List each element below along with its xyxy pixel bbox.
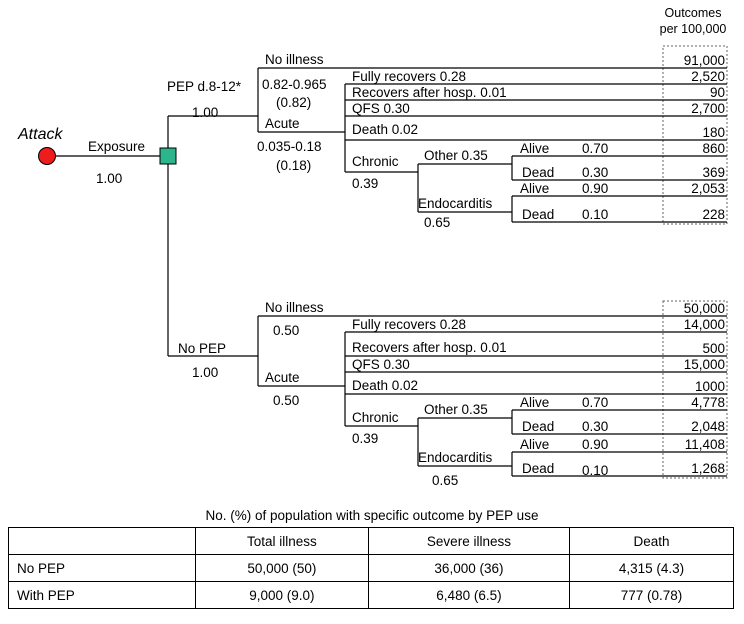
results-table: Total illness Severe illness Death No PE…	[8, 527, 734, 609]
nopep-endo-dead-prob: 0.10	[582, 463, 608, 478]
table-cell: No PEP	[8, 554, 196, 582]
nopep-fully-recovers: Fully recovers 0.28	[352, 317, 466, 332]
table-row: With PEP 9,000 (9.0) 6,480 (6.5) 777 (0.…	[8, 581, 734, 609]
outcomes-header-line1: Outcomes	[665, 6, 722, 20]
table-header-cell	[8, 527, 196, 555]
exposure-node	[159, 147, 177, 165]
pep-acute-range: 0.035-0.18	[257, 139, 322, 154]
pep-chronic-prob: 0.39	[352, 176, 378, 191]
nopep-no-illness-prob: 0.50	[273, 323, 299, 338]
pep-outcome-value: 91,000	[684, 53, 725, 68]
nopep-prob: 1.00	[192, 365, 218, 380]
pep-no-illness-label: No illness	[265, 52, 324, 67]
pep-prob: 1.00	[192, 105, 218, 120]
pep-endocarditis-label: Endocarditis	[418, 196, 493, 211]
exposure-prob: 1.00	[96, 171, 122, 186]
nopep-outcome-value: 2,048	[691, 419, 725, 434]
nopep-outcome-value: 15,000	[684, 357, 725, 372]
pep-outcome-value: 2,700	[691, 101, 725, 116]
table-cell: 9,000 (9.0)	[195, 581, 369, 609]
nopep-chronic-prob: 0.39	[352, 431, 378, 446]
outcomes-header-line2: per 100,000	[660, 22, 727, 36]
table-header-cell: Death	[569, 527, 734, 555]
pep-other-label: Other 0.35	[424, 148, 488, 163]
nopep-other-dead-prob: 0.30	[582, 419, 608, 434]
pep-fully-recovers: Fully recovers 0.28	[352, 69, 466, 84]
nopep-outcome-value: 1000	[695, 379, 725, 394]
nopep-other-alive-prob: 0.70	[582, 395, 608, 410]
pep-other-dead-prob: 0.30	[582, 165, 608, 180]
pep-endo-dead-label: Dead	[522, 207, 554, 222]
exposure-label: Exposure	[88, 139, 145, 154]
nopep-qfs: QFS 0.30	[352, 357, 410, 372]
pep-endo-alive-label: Alive	[520, 181, 549, 196]
nopep-outcome-value: 11,408	[685, 437, 725, 452]
nopep-other-label: Other 0.35	[424, 402, 488, 417]
nopep-recovers-hosp: Recovers after hosp. 0.01	[352, 340, 507, 355]
nopep-outcome-value: 1,268	[691, 461, 725, 476]
pep-outcome-value: 2,053	[691, 181, 725, 196]
nopep-no-illness-label: No illness	[265, 300, 324, 315]
table-cell: 50,000 (50)	[195, 554, 369, 582]
table-header-cell: Total illness	[195, 527, 369, 555]
pep-endo-dead-prob: 0.10	[582, 207, 608, 222]
table-caption: No. (%) of population with specific outc…	[205, 508, 539, 523]
pep-other-alive-label: Alive	[520, 141, 549, 156]
nopep-outcome-value: 50,000	[684, 301, 725, 316]
nopep-endocarditis-prob: 0.65	[432, 473, 458, 488]
decision-tree: Outcomes per 100,000	[17, 6, 728, 488]
pep-outcome-value: 228	[702, 207, 725, 222]
table-row: No PEP 50,000 (50) 36,000 (36) 4,315 (4.…	[8, 554, 734, 582]
nopep-death: Death 0.02	[352, 378, 418, 393]
nopep-outcome-value: 500	[702, 341, 725, 356]
nopep-outcomes-box	[662, 300, 728, 479]
pep-qfs: QFS 0.30	[352, 101, 410, 116]
pep-other-alive-prob: 0.70	[582, 141, 608, 156]
nopep-chronic-label: Chronic	[352, 410, 399, 425]
pep-outcome-value: 860	[702, 141, 725, 156]
pep-outcome-value: 369	[702, 165, 725, 180]
table-header-row: Total illness Severe illness Death	[8, 527, 734, 555]
nopep-label: No PEP	[178, 341, 226, 356]
pep-death: Death 0.02	[352, 122, 418, 137]
nopep-other-alive-label: Alive	[520, 395, 549, 410]
table-cell: 6,480 (6.5)	[367, 581, 571, 609]
nopep-acute-label: Acute	[265, 370, 300, 385]
pep-no-illness-prob: (0.82)	[276, 95, 311, 110]
table-cell: 777 (0.78)	[569, 581, 734, 609]
pep-acute-label: Acute	[265, 116, 300, 131]
pep-outcomes-box	[662, 45, 728, 225]
table-header-cell: Severe illness	[367, 527, 571, 555]
pep-no-illness-range: 0.82-0.965	[262, 77, 327, 92]
nopep-acute-prob: 0.50	[273, 393, 299, 408]
attack-label: Attack	[17, 126, 63, 143]
pep-other-dead-label: Dead	[522, 165, 554, 180]
tree-lines	[47, 67, 727, 477]
pep-acute-prob: (0.18)	[276, 158, 311, 173]
table-cell: 36,000 (36)	[367, 554, 571, 582]
nopep-endo-dead-label: Dead	[522, 461, 554, 476]
nopep-endo-alive-label: Alive	[520, 437, 549, 452]
table-cell: 4,315 (4.3)	[569, 554, 734, 582]
nopep-outcome-value: 14,000	[684, 317, 725, 332]
nopep-outcome-value: 4,778	[691, 395, 725, 410]
nopep-endo-alive-prob: 0.90	[582, 437, 608, 452]
table-cell: With PEP	[8, 581, 196, 609]
nopep-other-dead-label: Dead	[522, 419, 554, 434]
pep-outcome-value: 90	[710, 85, 725, 100]
nopep-endocarditis-label: Endocarditis	[418, 450, 493, 465]
pep-label: PEP d.8-12*	[167, 79, 242, 94]
attack-node	[38, 147, 56, 165]
pep-chronic-label: Chronic	[352, 154, 399, 169]
pep-endocarditis-prob: 0.65	[424, 215, 450, 230]
pep-outcome-value: 180	[702, 125, 725, 140]
pep-recovers-hosp: Recovers after hosp. 0.01	[352, 85, 507, 100]
pep-endo-alive-prob: 0.90	[582, 181, 608, 196]
pep-outcome-value: 2,520	[691, 69, 725, 84]
